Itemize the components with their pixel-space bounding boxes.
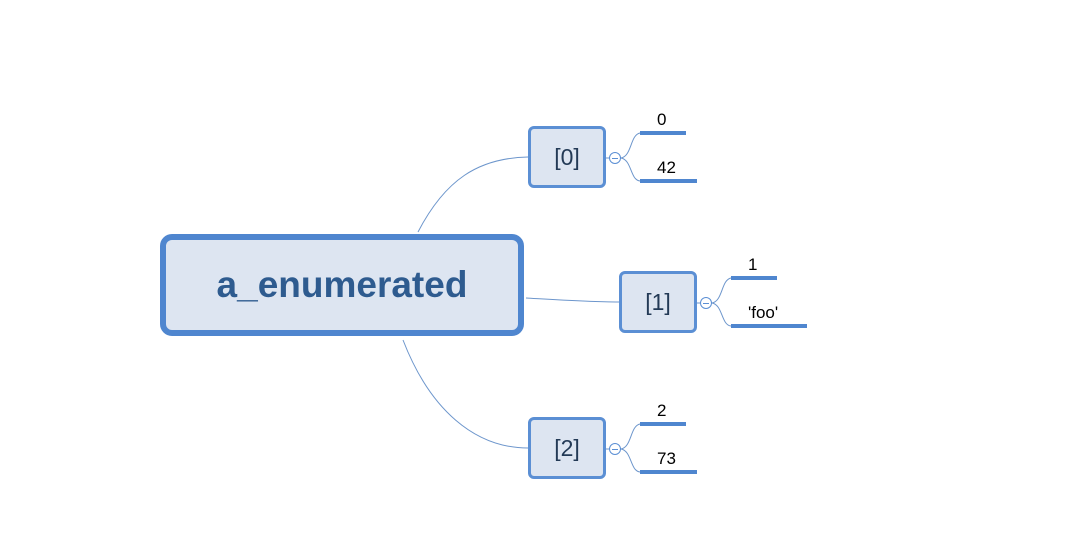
connector-root-to-child-1 bbox=[525, 297, 620, 303]
leaf-label: 'foo' bbox=[748, 303, 779, 322]
subtopic-label: [1] bbox=[645, 288, 671, 315]
leaf-topic[interactable]: 'foo' bbox=[731, 304, 807, 328]
connector-child-1-to-leaf-1 bbox=[711, 302, 732, 327]
leaf-label: 42 bbox=[657, 158, 676, 177]
collapse-toggle-icon[interactable] bbox=[700, 297, 712, 309]
leaf-label: 1 bbox=[748, 255, 758, 274]
connector-child-2-to-leaf-1 bbox=[620, 448, 641, 473]
subtopic-2[interactable]: [2] bbox=[528, 417, 606, 479]
leaf-topic[interactable]: 2 bbox=[640, 402, 686, 426]
subtopic-0[interactable]: [0] bbox=[528, 126, 606, 188]
connector-root-to-child-0 bbox=[417, 156, 529, 233]
connector-child-0-to-leaf-1 bbox=[620, 157, 641, 182]
leaf-topic[interactable]: 73 bbox=[640, 450, 697, 474]
leaf-topic[interactable]: 0 bbox=[640, 111, 686, 135]
connector-child-2-to-leaf-0 bbox=[620, 423, 641, 450]
leaf-topic[interactable]: 42 bbox=[640, 159, 697, 183]
leaf-topic[interactable]: 1 bbox=[731, 256, 777, 280]
subtopic-1[interactable]: [1] bbox=[619, 271, 697, 333]
connector-child-1-to-leaf-0 bbox=[711, 277, 732, 304]
collapse-toggle-icon[interactable] bbox=[609, 443, 621, 455]
root-topic-label: a_enumerated bbox=[216, 264, 468, 305]
connector-child-0-to-leaf-0 bbox=[620, 132, 641, 159]
connector-root-to-child-2 bbox=[402, 339, 529, 449]
leaf-label: 0 bbox=[657, 110, 667, 129]
subtopic-label: [0] bbox=[554, 143, 580, 170]
root-topic[interactable]: a_enumerated bbox=[160, 234, 524, 336]
leaf-label: 2 bbox=[657, 401, 667, 420]
subtopic-label: [2] bbox=[554, 434, 580, 461]
collapse-toggle-icon[interactable] bbox=[609, 152, 621, 164]
leaf-label: 73 bbox=[657, 449, 676, 468]
